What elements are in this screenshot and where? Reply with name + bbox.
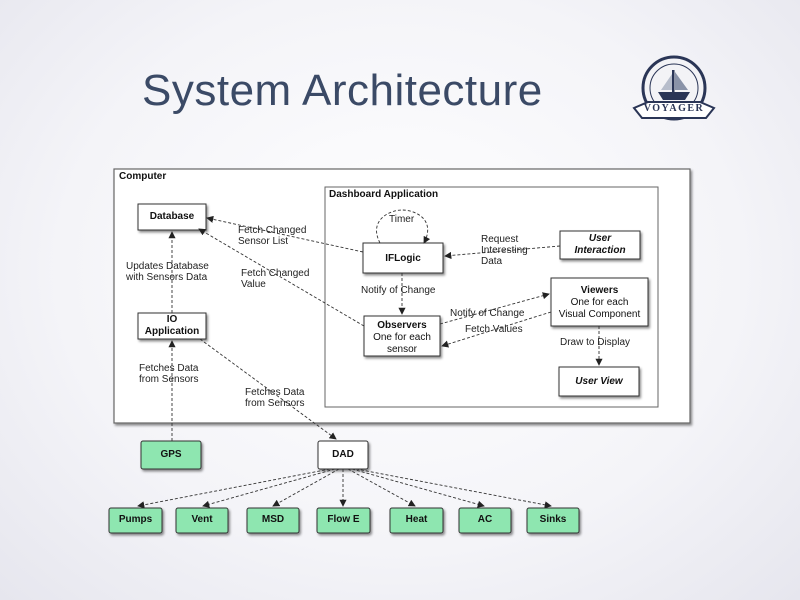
note-fetch-values: Fetch Values	[465, 324, 523, 335]
computer-label: Computer	[119, 171, 167, 182]
device-box-msd	[246, 507, 300, 534]
database-label: Database	[149, 211, 195, 222]
io-label-line2: Application	[144, 326, 200, 337]
note-timer: Timer	[389, 214, 415, 225]
device-box-heat	[389, 507, 444, 534]
arrow-fetch-value	[198, 228, 365, 327]
device-label-msd: MSD	[261, 514, 285, 525]
arrow-timer-loop	[376, 209, 431, 244]
device-box-flowe	[316, 507, 371, 534]
io-application-box	[137, 312, 207, 340]
logo-text: VOYAGER	[643, 103, 705, 114]
note-draw: Draw to Display	[560, 337, 631, 348]
device-label-pumps: Pumps	[118, 514, 153, 525]
viewers-box	[550, 277, 649, 327]
note-updates-db-line2: with Sensors Data	[126, 272, 208, 283]
device-label-sinks: Sinks	[539, 514, 567, 525]
device-label-ac: AC	[477, 514, 493, 525]
user-interaction-box	[559, 230, 641, 260]
arrow-notify-viewers	[439, 292, 550, 325]
viewers-sub1: One for each	[570, 297, 629, 308]
user-view-box	[558, 366, 640, 397]
dad-label: DAD	[332, 449, 354, 460]
arrow-dad-heat	[347, 468, 416, 507]
note-fetches-dad: Fetches Data from Sensors	[245, 387, 304, 409]
arrow-fetch-list	[206, 215, 364, 253]
note-fetches-dad-line1: Fetches Data	[245, 387, 305, 398]
note-notify-viewers: Notify of Change	[450, 308, 525, 319]
gps-label: GPS	[160, 449, 182, 460]
observers-label: Observers One for each sensor	[364, 320, 440, 356]
arrow-dad-vent	[202, 468, 336, 508]
user-interaction-line2: Interaction	[574, 245, 626, 256]
io-application-label: IO Application	[138, 314, 206, 338]
note-fetch-list-line1: Fetch Changed	[238, 225, 307, 236]
arrow-request	[444, 245, 561, 260]
observers-box	[363, 315, 441, 357]
io-label-line1: IO	[166, 314, 178, 325]
note-fetches-io-line1: Fetches Data	[139, 363, 199, 374]
device-label-flowe: Flow E	[327, 514, 360, 525]
iflogic-label: IFLogic	[385, 253, 421, 264]
device-label-heat: Heat	[405, 514, 428, 525]
observers-sub2: sensor	[386, 344, 417, 355]
note-fetches-io-line2: from Sensors	[139, 374, 199, 385]
note-updates-db: Updates Database with Sensors Data	[126, 261, 209, 283]
viewers-title: Viewers	[580, 285, 619, 296]
note-request-line3: Data	[481, 256, 503, 267]
note-fetches-io: Fetches Data from Sensors	[139, 363, 198, 385]
note-fetch-list-line2: Sensor List	[238, 236, 289, 247]
device-box-pumps	[108, 507, 163, 534]
device-box-sinks	[526, 507, 580, 534]
arrow-dad-sinks	[355, 468, 552, 509]
iflogic-box	[362, 242, 444, 274]
user-interaction-label: User Interaction	[560, 233, 640, 257]
user-interaction-line1: User	[588, 233, 612, 244]
note-request-line2: Interesting	[481, 245, 528, 256]
note-notify-observers: Notify of Change	[361, 285, 436, 296]
viewers-sub2: Visual Component	[558, 309, 641, 320]
arrow-fetch-values	[441, 311, 552, 348]
note-fetch-value: Fetch Changed Value	[241, 268, 309, 290]
arrow-io-dad	[199, 338, 337, 440]
note-fetch-value-line1: Fetch Changed	[241, 268, 310, 279]
arrow-dad-msd	[272, 468, 340, 507]
observers-title: Observers	[377, 320, 427, 331]
arrow-dad-ac	[351, 468, 485, 508]
viewers-label: Viewers One for each Visual Component	[551, 285, 648, 321]
device-label-vent: Vent	[191, 514, 213, 525]
observers-sub1: One for each	[373, 332, 431, 343]
page-title: System Architecture	[142, 66, 543, 115]
database-box	[137, 203, 207, 231]
note-fetch-value-line2: Value	[241, 279, 266, 290]
note-updates-db-line1: Updates Database	[126, 261, 209, 272]
note-request: Request Interesting Data	[481, 234, 528, 267]
voyager-ship-logo	[632, 55, 716, 121]
note-request-line1: Request	[481, 234, 519, 245]
note-fetch-list: Fetch Changed Sensor List	[238, 225, 306, 247]
gps-box	[140, 440, 202, 470]
arrow-dad-pumps	[137, 468, 331, 509]
note-fetches-dad-line2: from Sensors	[245, 398, 305, 409]
device-box-ac	[458, 507, 512, 534]
user-view-label: User View	[575, 376, 623, 387]
device-box-vent	[175, 507, 229, 534]
dashboard-label: Dashboard Application	[329, 189, 439, 200]
